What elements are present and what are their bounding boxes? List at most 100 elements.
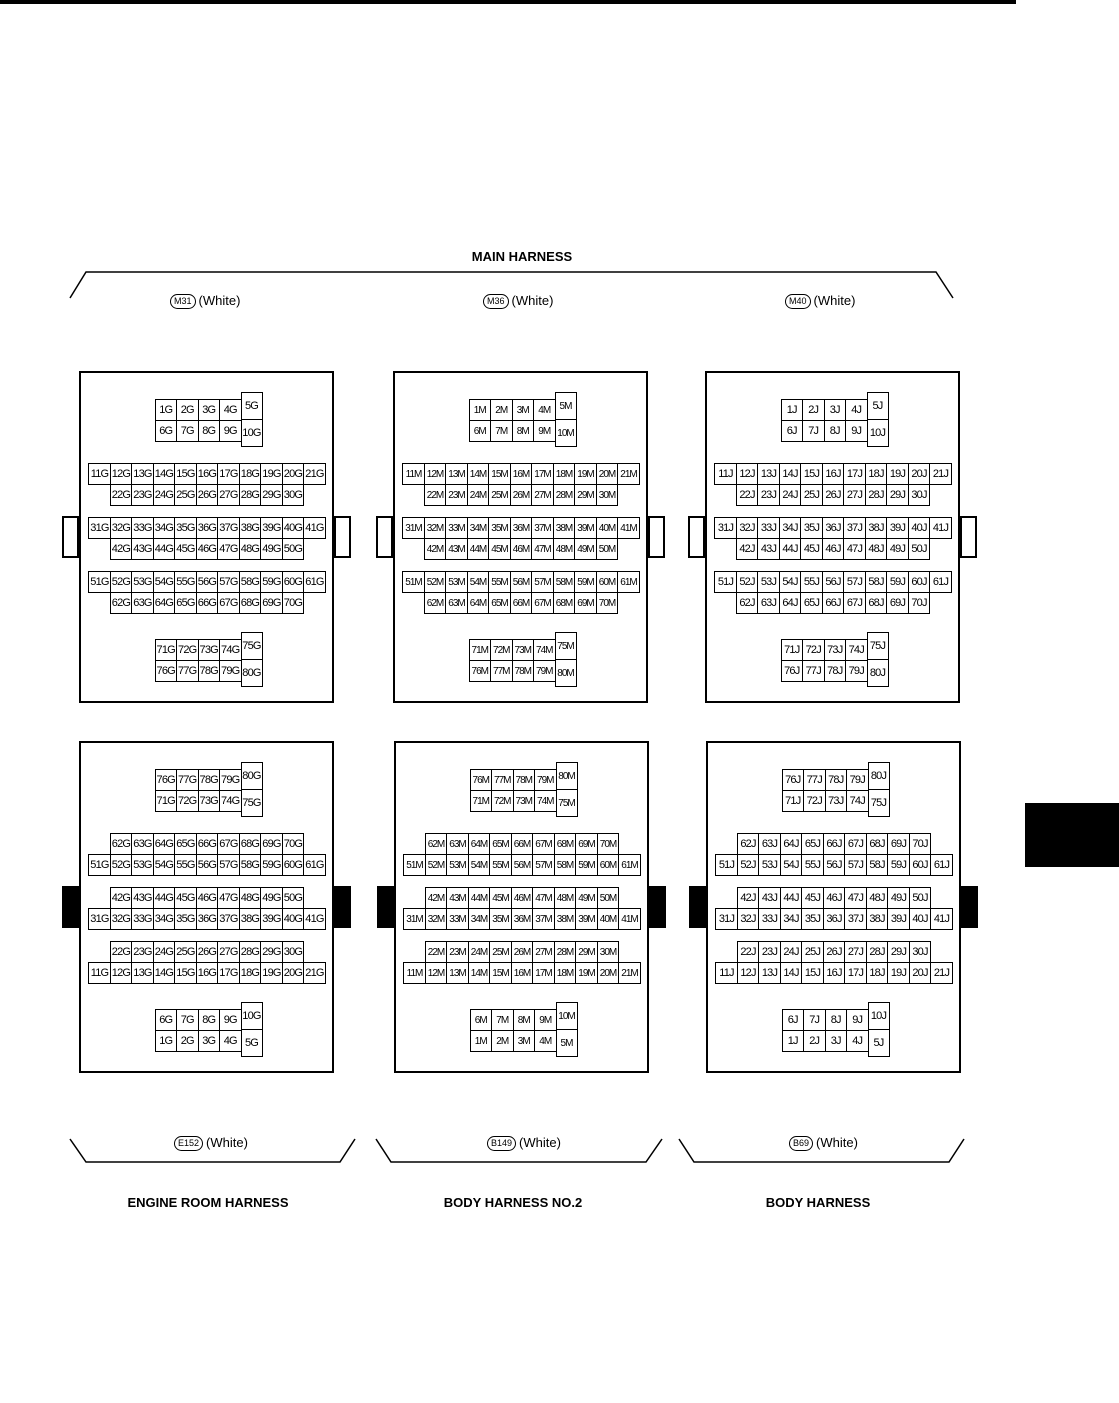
terminal-76G: 76G: [154, 660, 177, 682]
terminal-60G: 60G: [281, 854, 305, 876]
terminal-77J: 77J: [802, 660, 825, 682]
terminal-31G: 31G: [88, 908, 111, 930]
terminal-3G: 3G: [197, 1030, 220, 1052]
terminal-37G: 37G: [217, 908, 240, 930]
terminal-27J: 27J: [843, 484, 866, 506]
terminal-50J: 50J: [908, 887, 932, 909]
connector-lock-tab-left: [688, 516, 705, 558]
terminal-27G: 27G: [217, 941, 240, 963]
terminal-35J: 35J: [801, 908, 824, 930]
terminal-32M: 32M: [424, 908, 448, 930]
connector-lock-tab-right: [960, 516, 977, 558]
terminal-7G: 7G: [176, 420, 199, 442]
terminal-12G: 12G: [109, 463, 133, 485]
terminal-21J: 21J: [930, 962, 953, 984]
terminal-20J: 20J: [907, 463, 931, 485]
terminal-6M: 6M: [469, 1009, 492, 1031]
terminal-5M: 5M: [554, 392, 577, 420]
terminal-41J: 41J: [930, 908, 953, 930]
terminal-76M: 76M: [469, 769, 492, 791]
terminal-47M: 47M: [532, 887, 555, 909]
terminal-5G: 5G: [240, 392, 263, 420]
terminal-34J: 34J: [778, 517, 802, 539]
terminal-6G: 6G: [154, 420, 177, 442]
terminal-62J: 62J: [735, 592, 759, 614]
terminal-29G: 29G: [260, 484, 283, 506]
terminal-23M: 23M: [446, 941, 469, 963]
terminal-49G: 49G: [260, 538, 283, 560]
terminal-79J: 79J: [845, 660, 868, 682]
terminal-38M: 38M: [552, 517, 576, 539]
terminal-75J: 75J: [866, 632, 889, 660]
terminal-62G: 62G: [109, 592, 133, 614]
terminal-80G: 80G: [240, 659, 263, 687]
terminal-26G: 26G: [195, 484, 219, 506]
terminal-72J: 72J: [803, 790, 826, 812]
terminal-25G: 25G: [174, 941, 197, 963]
terminal-37M: 37M: [531, 517, 554, 539]
terminal-10G: 10G: [240, 1002, 263, 1030]
terminal-33J: 33J: [758, 908, 781, 930]
terminal-15M: 15M: [489, 962, 512, 984]
terminal-55M: 55M: [488, 571, 511, 593]
terminal-62M: 62M: [423, 592, 447, 614]
terminal-56M: 56M: [509, 571, 533, 593]
terminal-73M: 73M: [511, 639, 534, 661]
terminal-80G: 80G: [240, 762, 263, 790]
terminal-40J: 40J: [908, 908, 932, 930]
terminal-11J: 11J: [714, 463, 737, 485]
terminal-57J: 57J: [844, 854, 867, 876]
terminal-64M: 64M: [466, 592, 490, 614]
terminal-46J: 46J: [822, 887, 846, 909]
connector-lock-tab-right: [961, 886, 978, 928]
terminal-24G: 24G: [152, 484, 176, 506]
connector-id-badge: M40: [785, 294, 811, 309]
terminal-70J: 70J: [908, 833, 932, 855]
terminal-8G: 8G: [197, 1009, 220, 1031]
terminal-12G: 12G: [109, 962, 133, 984]
terminal-43M: 43M: [445, 538, 468, 560]
connector-label-b69: B69(White): [789, 1135, 858, 1151]
terminal-71J: 71J: [781, 790, 804, 812]
terminal-77M: 77M: [491, 769, 514, 791]
terminal-35G: 35G: [174, 517, 197, 539]
terminal-38J: 38J: [864, 517, 888, 539]
terminal-44G: 44G: [152, 887, 176, 909]
terminal-79G: 79G: [219, 769, 242, 791]
terminal-43J: 43J: [758, 887, 781, 909]
terminal-74G: 74G: [219, 790, 242, 812]
terminal-18J: 18J: [865, 962, 889, 984]
terminal-54J: 54J: [778, 571, 802, 593]
terminal-32G: 32G: [109, 517, 133, 539]
terminal-14J: 14J: [779, 962, 803, 984]
terminal-33J: 33J: [757, 517, 780, 539]
terminal-52M: 52M: [423, 571, 447, 593]
terminal-4J: 4J: [845, 399, 868, 421]
terminal-57G: 57G: [217, 571, 240, 593]
terminal-14G: 14G: [152, 463, 176, 485]
terminal-64M: 64M: [467, 833, 491, 855]
terminal-55J: 55J: [800, 571, 823, 593]
terminal-49M: 49M: [574, 538, 597, 560]
terminal-68M: 68M: [553, 833, 577, 855]
terminal-40G: 40G: [281, 908, 305, 930]
terminal-59M: 59M: [574, 571, 597, 593]
terminal-36J: 36J: [821, 517, 845, 539]
terminal-32J: 32J: [736, 908, 760, 930]
terminal-24M: 24M: [466, 484, 490, 506]
terminal-77J: 77J: [803, 769, 826, 791]
terminal-61M: 61M: [617, 571, 640, 593]
terminal-56G: 56G: [195, 854, 219, 876]
terminal-1G: 1G: [154, 399, 177, 421]
terminal-22G: 22G: [109, 484, 133, 506]
terminal-55M: 55M: [489, 854, 512, 876]
terminal-42M: 42M: [424, 887, 448, 909]
terminal-60J: 60J: [908, 854, 932, 876]
terminal-55G: 55G: [174, 854, 197, 876]
terminal-4M: 4M: [533, 399, 556, 421]
terminal-61J: 61J: [929, 571, 952, 593]
terminal-28M: 28M: [553, 941, 577, 963]
connector-lock-tab-left: [62, 516, 79, 558]
terminal-13J: 13J: [757, 463, 780, 485]
